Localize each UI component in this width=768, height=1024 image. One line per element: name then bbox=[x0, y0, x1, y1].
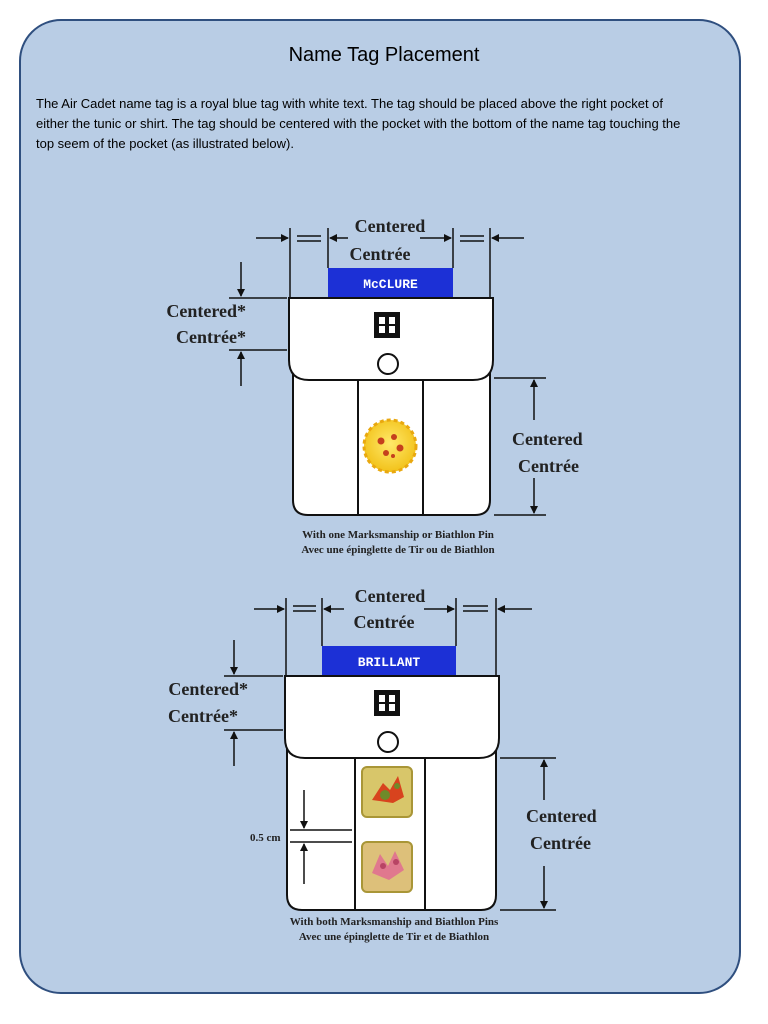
top-centering-dimension bbox=[256, 228, 524, 298]
top-centree-label: Centrée bbox=[350, 244, 411, 264]
left-centree-label: Centrée* bbox=[176, 327, 246, 347]
right-centree-label: Centrée bbox=[518, 456, 579, 476]
marksmanship-pin-icon-2 bbox=[361, 766, 413, 818]
left-centered-label-2: Centered* bbox=[168, 679, 248, 699]
name-tag-2 bbox=[322, 646, 456, 676]
top-centered-label-2: Centered bbox=[355, 586, 426, 606]
name-tag-text: McCLURE bbox=[363, 277, 418, 292]
right-centree-label-2: Centrée bbox=[530, 833, 591, 853]
caption-two-en: With both Marksmanship and Biathlon Pins bbox=[290, 916, 499, 928]
left-centree-label-2: Centrée* bbox=[168, 706, 238, 726]
figure-two: Centered Centrée BRILLANT bbox=[168, 586, 597, 943]
cadet-emblem-icon bbox=[374, 312, 400, 338]
top-centering-dimension-2 bbox=[254, 598, 532, 676]
pocket-flap-2 bbox=[284, 675, 500, 759]
cadet-emblem-icon-2 bbox=[374, 690, 400, 716]
right-centering-dimension-2 bbox=[500, 757, 556, 911]
name-tag-text-2: BRILLANT bbox=[358, 655, 421, 670]
right-centered-label-2: Centered bbox=[526, 806, 597, 826]
left-centering-dimension-2 bbox=[224, 640, 283, 766]
figure-one: Centered Centrée McCLURE bbox=[166, 216, 582, 556]
top-centree-label-2: Centrée bbox=[354, 612, 415, 632]
page-title: Name Tag Placement bbox=[288, 44, 480, 66]
left-centering-dimension bbox=[229, 262, 287, 386]
caption-one-fr: Avec une épinglette de Tir ou de Biathlo… bbox=[301, 544, 494, 556]
left-centered-label: Centered* bbox=[166, 301, 246, 321]
pocket-button-2 bbox=[377, 731, 399, 753]
caption-one-en: With one Marksmanship or Biathlon Pin bbox=[302, 529, 494, 541]
marksmanship-pin-icon bbox=[362, 418, 418, 474]
top-centered-label: Centered bbox=[355, 216, 426, 236]
right-centered-label: Centered bbox=[512, 429, 583, 449]
biathlon-pin-icon bbox=[361, 841, 413, 893]
pocket-body-2 bbox=[286, 729, 497, 911]
gap-label: 0.5 cm bbox=[250, 832, 281, 844]
right-centering-dimension bbox=[494, 377, 546, 516]
pocket-button bbox=[377, 353, 399, 375]
intro-paragraph: The Air Cadet name tag is a royal blue t… bbox=[36, 96, 681, 151]
pocket-flap bbox=[288, 297, 494, 381]
gap-dimension bbox=[290, 790, 352, 884]
name-tag bbox=[328, 268, 453, 298]
caption-two-fr: Avec une épinglette de Tir et de Biathlo… bbox=[299, 931, 489, 943]
